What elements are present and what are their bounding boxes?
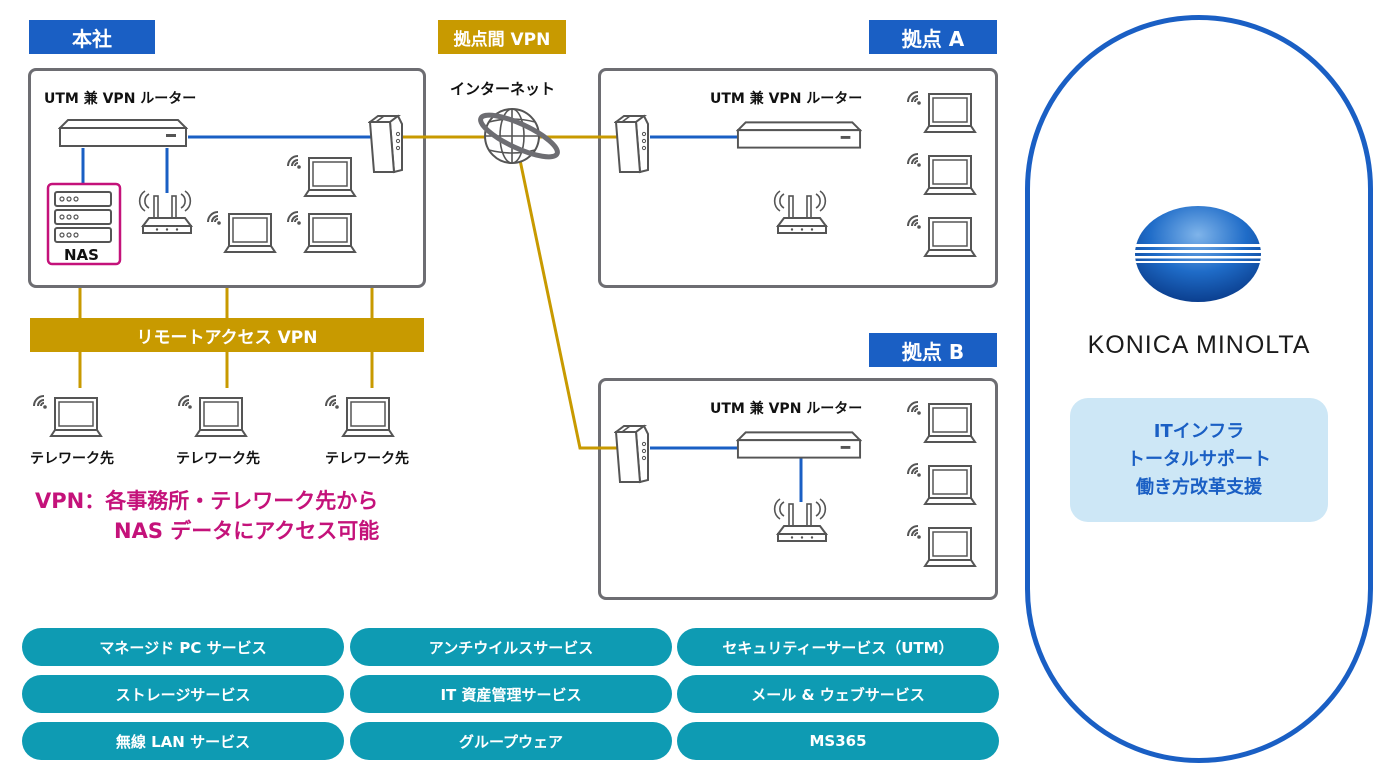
telework-laptop-icon [33, 395, 102, 437]
service-label: アンチウイルスサービス [428, 638, 594, 657]
brand-panel: ITインフラ トータルサポート 働き方改革支援 [1070, 398, 1328, 522]
branch-b-laptop-icon [907, 525, 976, 567]
brand-panel-line: トータルサポート [1127, 449, 1271, 470]
hq-laptop-icon [287, 155, 356, 197]
brand-capsule [1025, 15, 1373, 763]
vpn-note: VPN：各事務所・テレワーク先から NAS データにアクセス可能 [35, 486, 379, 546]
hq-laptop-icon [287, 211, 356, 253]
branch-a-laptop-icon [907, 91, 976, 133]
konica-minolta-logo-icon [1135, 206, 1261, 302]
brand-panel-line: 働き方改革支援 [1136, 477, 1262, 498]
telework-label: テレワーク先 [176, 451, 260, 467]
service-label: グループウェア [458, 732, 564, 751]
branch-a-router-label: UTM 兼 VPN ルーター [710, 91, 863, 107]
branch-a-laptop-icon [907, 153, 976, 195]
vpn-note-line-1: VPN：各事務所・テレワーク先から [35, 489, 379, 513]
hq-wireless-ap-icon [138, 190, 192, 234]
headquarters-router-label: UTM 兼 VPN ルーター [44, 91, 197, 107]
telework-laptop-icon [178, 395, 247, 437]
inter-site-vpn-tag-text: 拠点間 VPN [453, 29, 551, 50]
service-label: 無線 LAN サービス [115, 732, 251, 751]
service-pill-managed-pc[interactable]: マネージド PC サービス [22, 628, 344, 666]
service-label: メール & ウェブサービス [751, 685, 925, 704]
branch-a-laptop-icon [907, 215, 976, 257]
nas-label: NAS [64, 246, 99, 264]
service-label: セキュリティーサービス（UTM） [722, 638, 954, 657]
service-pill-storage[interactable]: ストレージサービス [22, 675, 344, 713]
service-label: IT 資産管理サービス [440, 685, 582, 704]
telework-label: テレワーク先 [325, 451, 409, 467]
service-pill-wireless-lan[interactable]: 無線 LAN サービス [22, 722, 344, 760]
branch-b-tag: 拠点 B [869, 333, 997, 367]
service-label: MS365 [809, 732, 867, 750]
branch-b-tag-text: 拠点 B [901, 339, 965, 364]
internet-globe-icon [478, 108, 560, 164]
nas-icon [46, 182, 122, 266]
hq-laptop-icon [207, 211, 276, 253]
service-pill-groupware[interactable]: グループウェア [350, 722, 672, 760]
service-pill-ms365[interactable]: MS365 [677, 722, 999, 760]
service-label: ストレージサービス [115, 685, 251, 704]
branch-a-wireless-ap-icon [773, 190, 827, 234]
hq-utm-router-icon [59, 119, 187, 147]
service-label: マネージド PC サービス [99, 638, 267, 657]
branch-b-utm-router-icon [736, 431, 862, 459]
branch-a-onu-icon [615, 115, 649, 173]
inter-site-vpn-tag: 拠点間 VPN [438, 20, 566, 54]
remote-access-vpn-bar: リモートアクセス VPN [30, 318, 424, 352]
branch-b-onu-icon [615, 425, 649, 483]
branch-b-laptop-icon [907, 401, 976, 443]
branch-a-tag: 拠点 A [869, 20, 997, 54]
branch-b-laptop-icon [907, 463, 976, 505]
service-pill-it-asset-management[interactable]: IT 資産管理サービス [350, 675, 672, 713]
telework-label: テレワーク先 [30, 451, 114, 467]
telework-laptop-icon [325, 395, 394, 437]
hq-onu-icon [369, 115, 403, 173]
internet-label: インターネット [450, 80, 556, 98]
service-pill-mail-web[interactable]: メール & ウェブサービス [677, 675, 999, 713]
brand-panel-line: ITインフラ [1153, 421, 1245, 442]
brand-name: KONICA MINOLTA [1087, 331, 1311, 359]
vpn-note-line-2: NAS データにアクセス可能 [114, 519, 380, 543]
branch-a-tag-text: 拠点 A [901, 26, 965, 51]
service-pill-antivirus[interactable]: アンチウイルスサービス [350, 628, 672, 666]
service-pill-security-utm[interactable]: セキュリティーサービス（UTM） [677, 628, 999, 666]
branch-b-router-label: UTM 兼 VPN ルーター [710, 401, 863, 417]
inter-site-link-b [518, 159, 620, 450]
branch-b-wireless-ap-icon [773, 498, 827, 542]
headquarters-tag: 本社 [29, 20, 155, 54]
branch-a-utm-router-icon [736, 121, 862, 149]
headquarters-tag-text: 本社 [72, 26, 112, 51]
remote-access-vpn-label: リモートアクセス VPN [136, 327, 318, 348]
